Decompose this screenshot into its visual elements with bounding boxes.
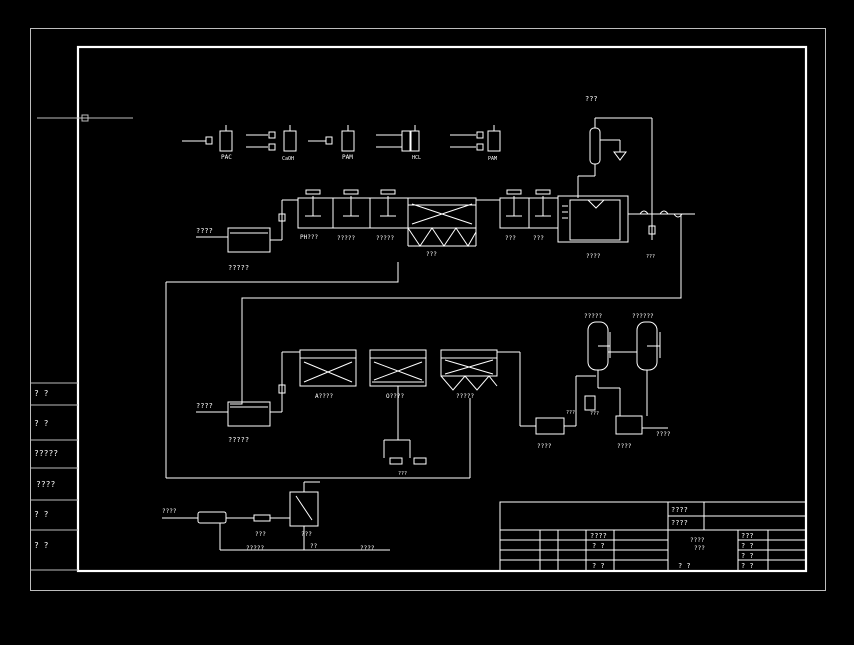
connector-row1-row2 — [230, 214, 682, 405]
side-label-3: ????? — [34, 449, 58, 458]
titleblock-c4: ? ? — [741, 562, 754, 570]
row1-tank1-label: ????? — [228, 264, 249, 272]
inner-frame — [76, 45, 808, 573]
dosing-label-caoh: CaOH — [282, 156, 294, 162]
filter1-label: ????? — [584, 313, 602, 320]
titleblock-left2: ? ? — [592, 542, 605, 550]
titleblock-c1: ??? — [741, 532, 754, 540]
row2-a-label: A???? — [315, 393, 333, 400]
sludge-pump-label: ??? — [255, 531, 266, 538]
titleblock-name: ???? — [690, 537, 705, 544]
row2-blower-label: ??? — [398, 471, 407, 477]
row2-tank1 — [227, 401, 271, 427]
row2-tank1-label: ????? — [228, 436, 249, 444]
dosing-label-pam-2: PAM — [488, 156, 497, 162]
dosing-label-pac: PAC — [221, 154, 232, 161]
title-block: ???? ???? ???? ? ? ? ? ???? ??? ??? ? ? … — [499, 501, 807, 572]
row1-process: ???? ????? PH??? ????? ????? ??? — [196, 189, 695, 272]
row2-inflow-label: ???? — [196, 402, 213, 410]
row1-inflow-label: ???? — [196, 227, 213, 235]
row2-clean-tank — [615, 415, 643, 435]
dosing-unit-caoh: CaOH — [246, 125, 297, 162]
titleblock-c2: ? ? — [741, 542, 754, 550]
row1-ph-label: PH??? — [300, 234, 318, 241]
row1-clarifier-label: ???? — [586, 253, 601, 260]
titleblock-sub: ??? — [694, 545, 705, 552]
titleblock-r1: ???? — [671, 506, 688, 514]
row1-clarifier — [557, 195, 629, 243]
row2-o-label: O???? — [386, 393, 404, 400]
side-label-4: ???? — [36, 480, 55, 489]
row2-small-label-2: ??? — [590, 411, 599, 417]
sludge-valve — [253, 514, 271, 522]
blower-1 — [389, 457, 403, 465]
row2-outflow-label: ???? — [656, 431, 671, 438]
sludge-drain-label: ???? — [360, 545, 375, 552]
row1-t5-label: ??? — [533, 235, 544, 242]
row1-t2-label: ????? — [337, 235, 355, 242]
row2-settler — [440, 349, 498, 377]
sludge-dewater-label: ??? — [301, 531, 312, 538]
row2-anoxic — [299, 349, 357, 387]
side-label-1: ? ? — [34, 389, 49, 398]
dosing-label-pam: PAM — [342, 154, 353, 161]
titleblock-bottom-mid: ? ? — [678, 562, 691, 570]
row2-oxic — [369, 349, 427, 387]
titleblock-c3: ? ? — [741, 552, 754, 560]
top-vessel-label: ??? — [585, 95, 598, 103]
blower-2 — [413, 457, 427, 465]
side-label-2: ? ? — [34, 419, 49, 428]
dosing-unit-hcl: HCL — [376, 125, 421, 161]
outer-frame — [30, 28, 826, 591]
dosing-unit-pam: PAM — [308, 125, 355, 161]
sludge-line: ???? ??? ??? ????? ?? ???? — [162, 481, 390, 552]
dosing-unit-pac: PAC — [182, 125, 233, 161]
titleblock-left3: ? ? — [592, 562, 605, 570]
titleblock-r2: ???? — [671, 519, 688, 527]
dosing-label-hcl: HCL — [412, 155, 421, 161]
sludge-out-label: ????? — [246, 545, 264, 552]
sludge-cake-label: ?? — [310, 543, 318, 550]
row2-process: ???? ????? A???? O???? ????? ??? — [196, 313, 671, 477]
row1-settler-label: ??? — [426, 251, 437, 258]
sludge-pump — [197, 511, 227, 524]
left-strip: ? ? ? ? ????? ???? ? ? ? ? — [30, 382, 78, 571]
row1-t3-label: ????? — [376, 235, 394, 242]
reference-mark — [37, 114, 133, 122]
row2-small-label: ???? — [537, 443, 552, 450]
dewatering-unit — [289, 491, 319, 527]
row1-tank1 — [227, 227, 271, 253]
row1-t4-label: ??? — [505, 235, 516, 242]
side-label-6: ? ? — [34, 541, 49, 550]
top-vessel: ??? — [577, 95, 653, 240]
row2-clean-label: ???? — [617, 443, 632, 450]
dosing-units: PAC CaOH PAM HCL — [182, 125, 501, 162]
side-label-5: ? ? — [34, 510, 49, 519]
sludge-inflow-label: ???? — [162, 508, 177, 515]
row1-right-label: ??? — [646, 254, 655, 260]
filter2-label: ?????? — [632, 313, 654, 320]
dosing-unit-pam-2: PAM — [450, 125, 501, 162]
row2-small-tank — [535, 417, 565, 435]
row2-misc-label: ??? — [566, 410, 575, 416]
row1-settler — [407, 197, 477, 229]
row2-settle-label: ????? — [456, 393, 474, 400]
titleblock-left1: ???? — [590, 532, 607, 540]
